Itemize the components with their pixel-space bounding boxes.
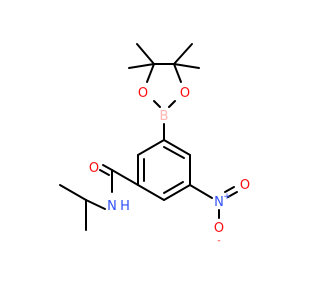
atom-label-oxygen: O [214, 221, 224, 236]
charge-minus: - [217, 236, 220, 246]
bond [153, 100, 161, 108]
bond [102, 164, 113, 171]
molecule-structure: O O B O N H N + O O - [59, 43, 250, 246]
bond [227, 191, 238, 198]
atom-label-oxygen: O [89, 161, 99, 176]
bond [137, 184, 165, 201]
molecule-canvas: O O B O N H N + O O - [59, 43, 250, 246]
charge-plus: + [223, 192, 231, 202]
bond [111, 169, 139, 186]
bond [163, 146, 185, 159]
bond [168, 100, 176, 108]
bond [146, 63, 155, 83]
bond [189, 184, 213, 199]
bond [173, 63, 200, 69]
bond [173, 63, 182, 83]
atom-label-oxygen: O [180, 86, 190, 101]
atom-label-oxygen: O [240, 178, 250, 193]
bond [137, 139, 165, 156]
atom-label-oxygen: O [138, 86, 148, 101]
bond [128, 63, 155, 69]
bond [173, 43, 193, 65]
bond [99, 169, 110, 176]
atom-label-boron: B [160, 109, 169, 124]
atom-label-nitrogen: N [214, 195, 224, 210]
bond [136, 43, 155, 65]
bond [163, 139, 191, 156]
bond [85, 199, 106, 210]
bond [163, 184, 191, 201]
bond [163, 181, 184, 194]
atom-label-nitrogen: N [107, 199, 117, 214]
atom-label-hydrogen: H [120, 199, 130, 214]
bond [224, 186, 235, 193]
bond [59, 184, 87, 201]
